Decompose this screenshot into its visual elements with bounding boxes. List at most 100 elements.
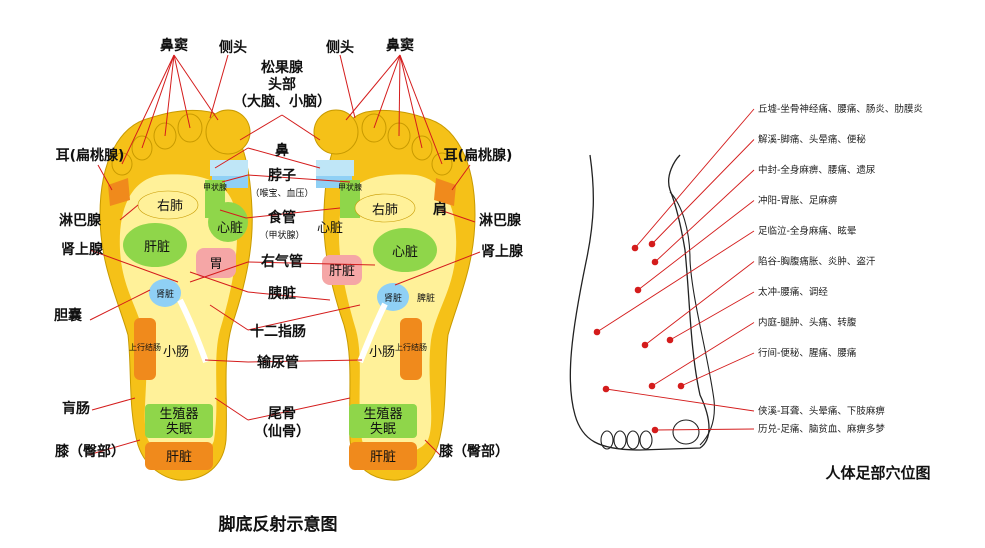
acupoint-label: 太冲-腰痛、调经	[758, 286, 828, 298]
right-ureter	[357, 302, 388, 364]
right-small-intestine-label: 小肠	[369, 345, 395, 360]
label-head: 头部	[268, 76, 296, 93]
acupoint-dot	[602, 385, 610, 393]
diagram-title: 脚底反射示意图	[219, 514, 338, 535]
acupoint-dot	[651, 258, 659, 266]
foot-figure-title: 人体足部穴位图	[825, 464, 930, 482]
right-foot-sole	[313, 109, 476, 481]
label-right-trachea: 右气管	[260, 253, 303, 270]
left-ear-zone	[108, 178, 130, 206]
acupoint-leader-line	[605, 388, 755, 412]
label-gallbladder: 胆囊	[54, 307, 83, 324]
acupoint-dot	[648, 382, 656, 390]
in-foot-labels: 右肺 甲状腺 心脏 肝脏 胃 肾脏 小肠 上行结肠 生殖器 失眠 肝脏 右肺 甲…	[129, 182, 435, 465]
right-liver-label: 肝脏	[329, 264, 355, 279]
label-ear-right: 耳(扁桃腺)	[444, 147, 513, 164]
right-kidney-label: 肾脏	[384, 292, 402, 304]
left-insomnia-label: 失眠	[166, 422, 192, 437]
right-heel-zone	[349, 442, 417, 470]
acupoint-leader-line	[634, 108, 755, 249]
acupoint-leader-line	[651, 139, 755, 245]
right-heart-green	[373, 228, 437, 272]
right-thyroid-label: 甲状腺	[338, 182, 362, 192]
left-kidney-zone	[149, 279, 181, 307]
acupoint-leader-line	[637, 200, 755, 291]
label-neck-sub: （喉宝、血压）	[250, 187, 313, 199]
label-nose: 鼻	[275, 142, 289, 159]
acupoint-dot	[634, 286, 642, 294]
right-nose-zone	[316, 160, 354, 176]
left-heel-zone	[145, 442, 213, 470]
right-heart-small-label: 心脏	[317, 221, 343, 236]
right-liver-zone	[322, 255, 362, 285]
acupoint-dot	[631, 244, 639, 252]
acupoint-dot	[648, 240, 656, 248]
left-ureter	[177, 298, 209, 364]
label-tailbone: 尾骨	[268, 405, 296, 422]
label-adrenal-left: 肾上腺	[61, 241, 104, 258]
acupoint-label: 足临泣-全身麻痛、眩晕	[758, 225, 856, 237]
right-ear-zone	[434, 178, 456, 206]
left-small-intestine-label: 小肠	[163, 345, 189, 360]
acupoint-dot	[593, 328, 601, 336]
left-thyroid-label: 甲状腺	[203, 182, 227, 192]
label-lymph-right: 淋巴腺	[479, 212, 522, 229]
acupoint-leader-line	[680, 352, 755, 387]
left-toe-2	[177, 113, 203, 143]
label-pancreas: 胰脏	[268, 285, 296, 302]
left-stomach-label: 胃	[209, 257, 222, 272]
outside-labels: 鼻窦 侧头 侧头 鼻窦 松果腺 头部 （大脑、小脑） 耳(扁桃腺) 耳(扁桃腺)…	[54, 37, 524, 535]
acupoint-label: 行间-便秘、腥痛、腰痛	[758, 347, 857, 359]
right-lung-zone	[354, 193, 416, 223]
side-foot-outline	[569, 154, 710, 451]
label-shoulder: 肩	[433, 201, 447, 218]
acupoint-dot	[677, 382, 685, 390]
label-brain: （大脑、小脑）	[233, 93, 331, 110]
label-tailbone-sub: （仙骨）	[254, 423, 310, 440]
right-insomnia-label: 失眠	[370, 422, 396, 437]
left-heel-label: 肝脏	[166, 450, 192, 465]
label-adrenal-right: 肾上腺	[481, 243, 524, 260]
acupoint-leader-line	[669, 291, 755, 341]
acupoint-leader-line	[654, 169, 755, 263]
acupoint-label: 中封-全身麻痹、腰痛、遗尿	[758, 164, 876, 176]
label-blind-gut: 肓肠	[62, 400, 90, 417]
label-ear-left: 耳(扁桃腺)	[56, 147, 125, 164]
left-nose-zone	[210, 160, 248, 176]
acupoint-leader-line	[651, 322, 755, 387]
right-heel-label: 肝脏	[370, 450, 396, 465]
left-heart-zone	[208, 202, 248, 242]
side-foot-figure	[569, 154, 715, 451]
acupoint-label: 内庭-腿肿、头痛、转腹	[758, 317, 857, 329]
left-repro-zone	[145, 404, 213, 438]
right-toe-2	[361, 113, 387, 143]
label-lymph-left: 淋巴腺	[59, 212, 102, 229]
label-head-side-left: 侧头	[219, 39, 247, 56]
right-repro-label: 生殖器	[363, 406, 402, 422]
left-big-toe	[205, 109, 251, 155]
left-kidney-label: 肾脏	[156, 288, 174, 300]
label-esophagus: 食管	[268, 209, 296, 226]
right-heart-label: 心脏	[392, 245, 418, 260]
acupoint-dot	[651, 426, 659, 434]
acupoint-label: 丘墟-坐骨神经痛、腰痛、肠炎、肋膜炎	[758, 103, 923, 115]
label-knee-right: 膝（臀部）	[439, 443, 509, 460]
left-liver-zone	[123, 223, 187, 267]
acupoint-dot	[666, 336, 674, 344]
right-repro-zone	[349, 404, 417, 438]
acupoint-layer: 丘墟-坐骨神经痛、腰痛、肠炎、肋膜炎解溪-脚痛、头晕痛、便秘中封-全身麻痹、腰痛…	[593, 103, 923, 435]
acupoint-dot	[641, 341, 649, 349]
side-foot-instep	[669, 191, 715, 446]
right-lung-label: 右肺	[372, 203, 398, 218]
leader-lines	[87, 54, 481, 456]
left-colon-zone	[134, 318, 156, 380]
label-ureter: 输尿管	[257, 354, 299, 371]
label-sinus-left: 鼻窦	[160, 37, 188, 54]
right-colon-label: 上行结肠	[395, 342, 427, 352]
right-big-toe	[313, 109, 359, 155]
acupoint-label: 解溪-脚痛、头晕痛、便秘	[758, 134, 866, 146]
side-foot-toes	[600, 419, 700, 450]
acupoint-leader-line	[644, 261, 755, 346]
label-duodenum: 十二指肠	[250, 323, 306, 340]
